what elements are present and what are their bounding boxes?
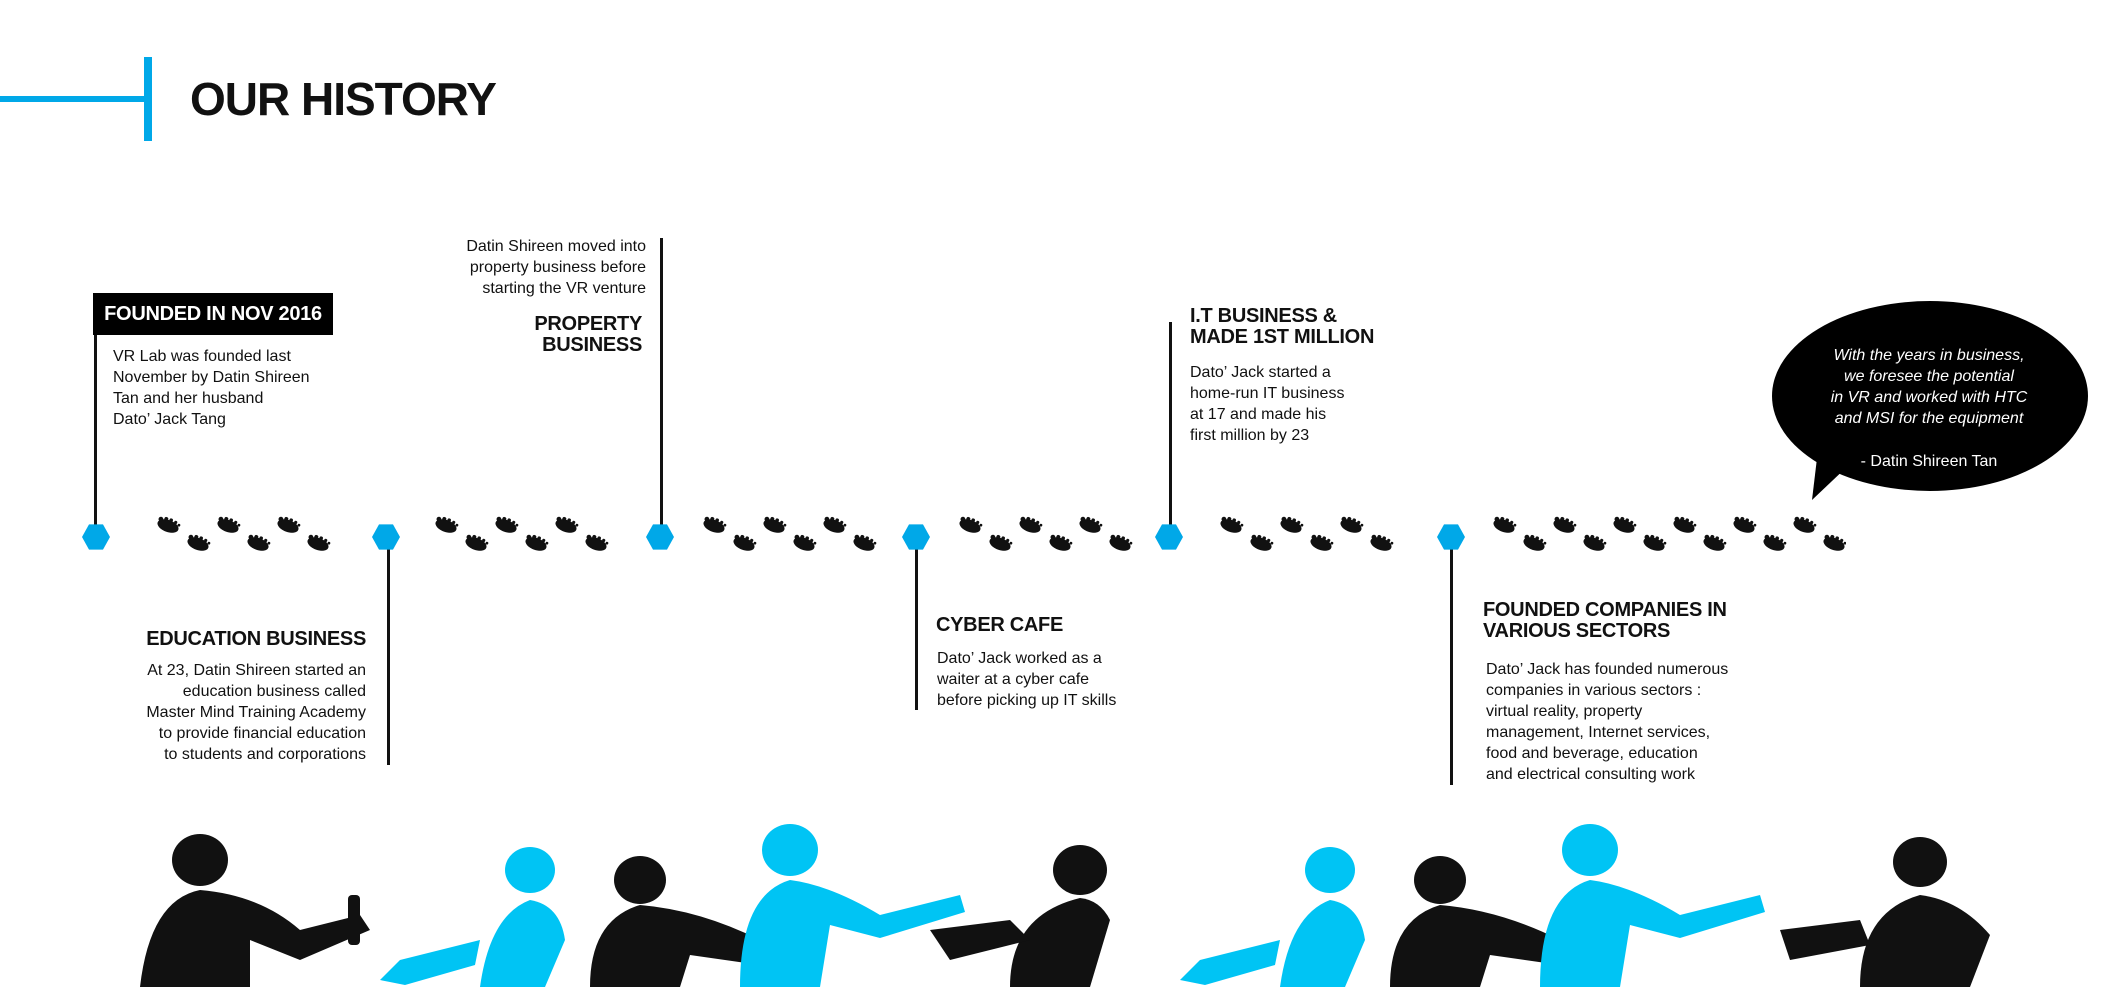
timeline-node-education bbox=[372, 524, 400, 550]
companies-text: Dato’ Jack has founded numerous companie… bbox=[1486, 661, 1729, 783]
founded-heading: FOUNDED IN NOV 2016 bbox=[93, 293, 333, 335]
connector-property bbox=[660, 238, 663, 534]
footprint-icon bbox=[1793, 516, 1817, 533]
footprint-icon bbox=[525, 534, 549, 551]
footprint-icon bbox=[585, 534, 609, 551]
footprint-icon bbox=[1049, 534, 1073, 551]
vr-users-silhouette-banner bbox=[140, 824, 1990, 987]
footprint-icon bbox=[703, 516, 727, 533]
footprint-icon bbox=[1340, 516, 1364, 533]
footprint-icon bbox=[823, 516, 847, 533]
footsteps-segment-1 bbox=[157, 516, 331, 551]
connector-founded bbox=[94, 330, 97, 535]
footprint-icon bbox=[1583, 534, 1607, 551]
education-text: At 23, Datin Shireen started an educatio… bbox=[146, 662, 366, 763]
footprint-icon bbox=[1370, 534, 1394, 551]
footsteps-segment-3 bbox=[703, 516, 877, 551]
connector-companies bbox=[1450, 545, 1453, 785]
footprint-icon bbox=[247, 534, 271, 551]
footprint-icon bbox=[989, 534, 1013, 551]
header-accent-line bbox=[0, 96, 150, 102]
footprint-icon bbox=[1019, 516, 1043, 533]
cyber-text: Dato’ Jack worked as a waiter at a cyber… bbox=[937, 650, 1117, 709]
property-text: Datin Shireen moved into property busine… bbox=[466, 238, 646, 297]
footprint-icon bbox=[853, 534, 877, 551]
footprint-icon bbox=[763, 516, 787, 533]
timeline-node-founded bbox=[82, 524, 110, 550]
founded-text: VR Lab was founded last November by Dati… bbox=[113, 348, 310, 428]
header-accent-bar bbox=[144, 57, 152, 141]
it-text: Dato’ Jack started a home-run IT busines… bbox=[1190, 364, 1345, 444]
footprint-icon bbox=[1673, 516, 1697, 533]
footprint-icon bbox=[1763, 534, 1787, 551]
quote-text: With the years in business, we foresee t… bbox=[1830, 347, 2028, 427]
connector-it bbox=[1169, 322, 1172, 534]
cyber-heading: CYBER CAFE bbox=[936, 614, 1064, 636]
footprint-icon bbox=[1310, 534, 1334, 551]
footprint-icon bbox=[1643, 534, 1667, 551]
footsteps-segment-5 bbox=[1220, 516, 1394, 551]
it-heading: I.T BUSINESS & MADE 1ST MILLION bbox=[1190, 305, 1375, 348]
footprint-icon bbox=[307, 534, 331, 551]
timeline-node-property bbox=[646, 524, 674, 550]
footsteps-segment-4 bbox=[959, 516, 1133, 551]
footprint-icon bbox=[1613, 516, 1637, 533]
companies-heading: FOUNDED COMPANIES IN VARIOUS SECTORS bbox=[1483, 599, 1727, 642]
footprint-icon bbox=[959, 516, 983, 533]
footprint-icon bbox=[555, 516, 579, 533]
footprint-icon bbox=[1823, 534, 1846, 551]
footprint-icon bbox=[217, 516, 241, 533]
quote-speech-bubble bbox=[1772, 301, 2088, 500]
timeline-node-it bbox=[1155, 524, 1183, 550]
property-heading: PROPERTY BUSINESS bbox=[534, 313, 642, 356]
footprint-icon bbox=[733, 534, 757, 551]
footprint-icon bbox=[1733, 516, 1757, 533]
footprint-icon bbox=[1079, 516, 1103, 533]
quote-attribution: - Datin Shireen Tan bbox=[1860, 453, 1998, 470]
page-title: OUR HISTORY bbox=[190, 73, 497, 125]
timeline-node-companies bbox=[1437, 524, 1465, 550]
education-heading: EDUCATION BUSINESS bbox=[146, 628, 366, 650]
footprint-icon bbox=[465, 534, 489, 551]
footprint-icon bbox=[187, 534, 211, 551]
footprint-icon bbox=[793, 534, 817, 551]
footprint-icon bbox=[1493, 516, 1517, 533]
footsteps-segment-6 bbox=[1493, 516, 1846, 551]
footsteps-segment-2 bbox=[435, 516, 609, 551]
footprint-icon bbox=[157, 516, 181, 533]
timeline-node-cyber bbox=[902, 524, 930, 550]
footprint-icon bbox=[1280, 516, 1304, 533]
footprint-icon bbox=[435, 516, 459, 533]
footprint-icon bbox=[1220, 516, 1244, 533]
connector-cyber bbox=[915, 545, 918, 710]
footprint-icon bbox=[495, 516, 519, 533]
connector-education bbox=[387, 545, 390, 765]
footprint-icon bbox=[1523, 534, 1547, 551]
footprint-icon bbox=[1250, 534, 1274, 551]
footprint-icon bbox=[277, 516, 301, 533]
footprint-icon bbox=[1703, 534, 1727, 551]
footprint-icon bbox=[1553, 516, 1577, 533]
footprint-icon bbox=[1109, 534, 1133, 551]
